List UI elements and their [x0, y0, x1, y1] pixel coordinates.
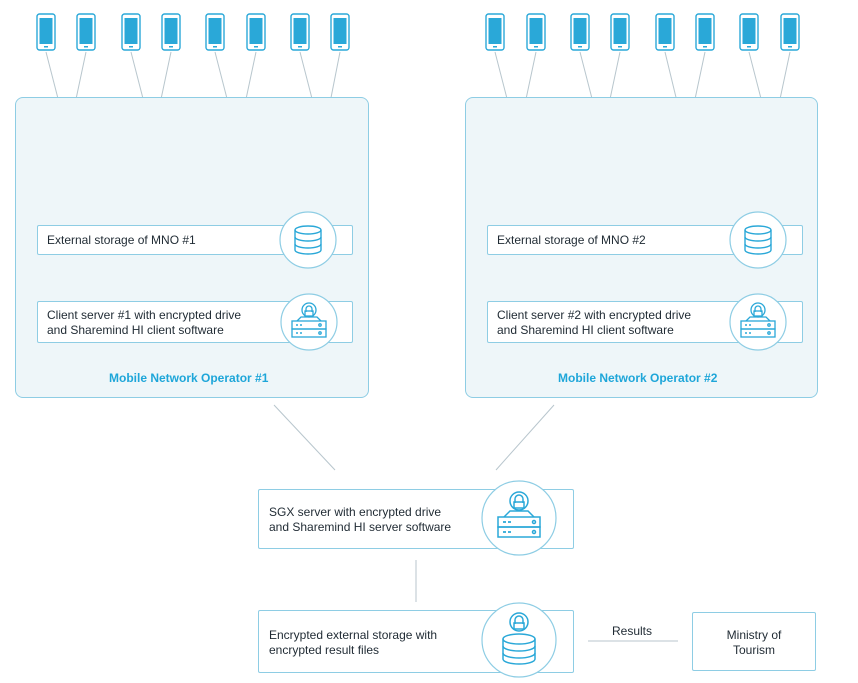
locked-database-icon — [481, 602, 557, 678]
mno2-caption: Mobile Network Operator #2 — [558, 371, 718, 385]
smartphone-icon — [36, 13, 56, 51]
locked-server-icon — [729, 293, 787, 351]
mno1-client-line2: and Sharemind HI client software — [47, 323, 224, 337]
ministry-line2: Tourism — [732, 643, 775, 657]
database-icon — [279, 211, 337, 269]
smartphone-icon — [290, 13, 310, 51]
smartphone-icon — [610, 13, 630, 51]
results-storage-line1: Encrypted external storage with — [269, 628, 438, 642]
ministry-line1: Ministry of — [726, 628, 782, 642]
mno2-storage-label: External storage of MNO #2 — [497, 233, 646, 247]
smartphone-icon — [205, 13, 225, 51]
smartphone-icon — [780, 13, 800, 51]
sgx-line1: SGX server with encrypted drive — [269, 505, 442, 519]
results-storage-line2: encrypted result files — [269, 643, 380, 657]
mno1-caption: Mobile Network Operator #1 — [109, 371, 269, 385]
mno2-client-line2: and Sharemind HI client software — [497, 323, 674, 337]
smartphone-icon — [695, 13, 715, 51]
smartphone-icon — [655, 13, 675, 51]
mno1-storage-label: External storage of MNO #1 — [47, 233, 196, 247]
smartphone-icon — [739, 13, 759, 51]
mno2-client-line1: Client server #2 with encrypted drive — [497, 308, 692, 322]
smartphone-icon — [570, 13, 590, 51]
smartphone-icon — [246, 13, 266, 51]
smartphone-icon — [121, 13, 141, 51]
mno1-client-line1: Client server #1 with encrypted drive — [47, 308, 242, 322]
smartphone-icon — [76, 13, 96, 51]
smartphone-icon — [161, 13, 181, 51]
locked-server-icon — [280, 293, 338, 351]
ministry-box — [692, 612, 816, 671]
smartphone-icon — [485, 13, 505, 51]
smartphone-icon — [526, 13, 546, 51]
database-icon — [729, 211, 787, 269]
smartphone-icon — [330, 13, 350, 51]
locked-server-icon — [481, 480, 557, 556]
sgx-line2: and Sharemind HI server software — [269, 520, 452, 534]
results-label: Results — [612, 624, 653, 638]
